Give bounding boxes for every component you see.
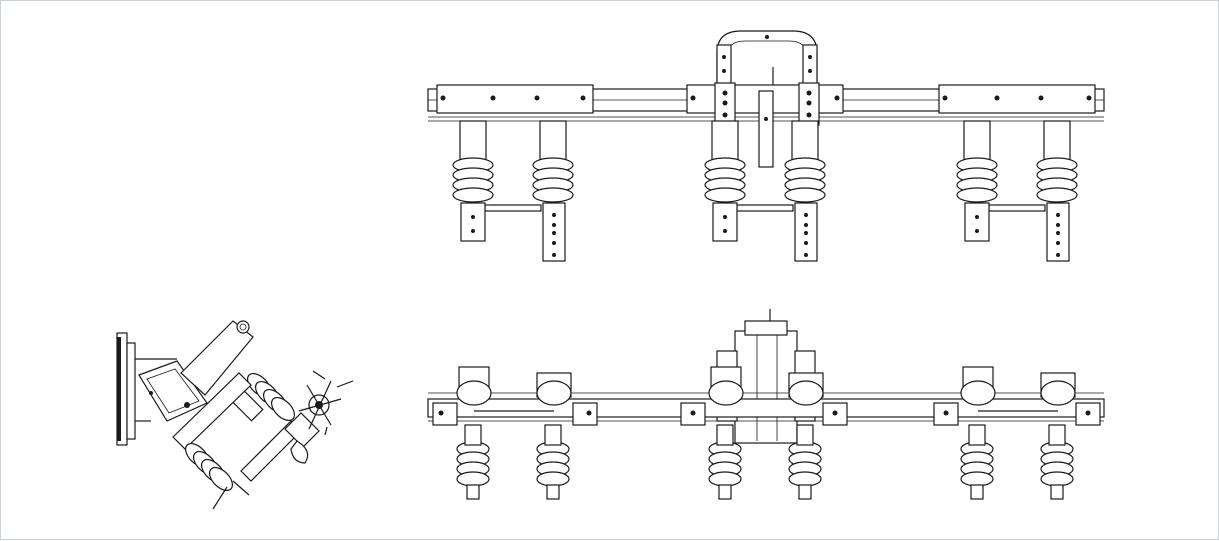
front-insulator-pair-3 — [956, 120, 1078, 262]
side-view — [116, 320, 354, 510]
plan-insulator-pair-3 — [960, 366, 1076, 500]
plan-insulator-pair-1 — [456, 366, 572, 500]
side-contact-assembly — [298, 370, 354, 436]
plan-insulator-pair-2 — [708, 366, 824, 500]
plan-view — [427, 309, 1105, 500]
front-elevation-view — [427, 30, 1105, 262]
side-blade — [240, 412, 320, 482]
side-insulator-lower — [172, 372, 252, 510]
side-bracket — [138, 360, 208, 422]
front-insulator-pair-1 — [452, 120, 574, 262]
center-mechanism-housing — [716, 30, 818, 101]
side-lever-arm — [180, 320, 254, 396]
front-insulator-pair-2 — [704, 120, 826, 262]
side-mounting-plate — [116, 332, 177, 446]
center-clamp-plates — [714, 82, 820, 168]
